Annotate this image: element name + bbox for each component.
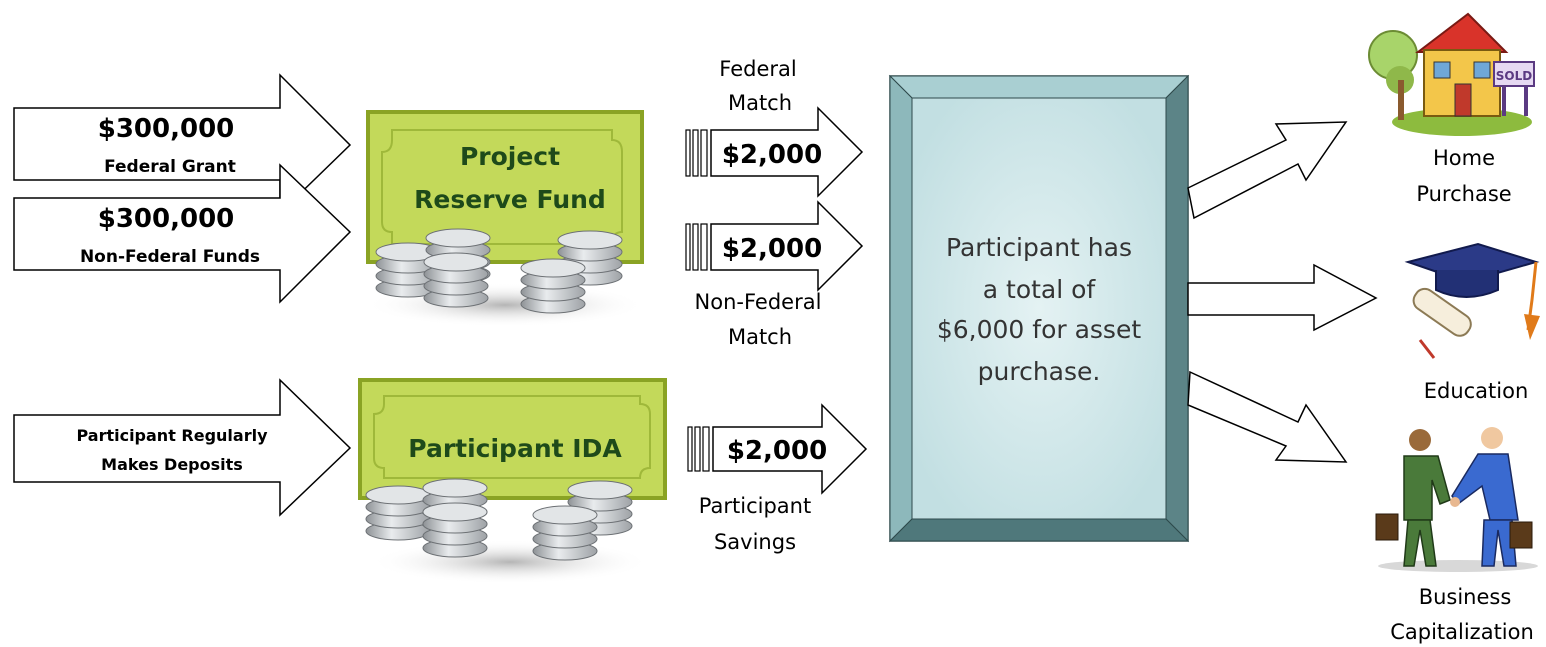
sold-sign-text: SOLD — [1496, 69, 1532, 83]
business-label-line1: Business — [1419, 585, 1512, 609]
participant-deposits-line2: Makes Deposits — [101, 455, 243, 474]
participant-savings-caption1: Participant — [699, 494, 811, 518]
non-federal-funds-arrow: $300,000 Non-Federal Funds — [13, 163, 352, 304]
total-line4: purchase. — [978, 357, 1101, 386]
home-label-line2: Purchase — [1416, 182, 1511, 206]
federal-match-caption1: Federal — [719, 57, 796, 81]
total-line1: Participant has — [946, 233, 1132, 262]
ida-shadow — [370, 540, 650, 584]
handshake-icon — [1375, 427, 1538, 572]
federal-match-caption2: Match — [728, 91, 792, 115]
reserve-fund-line2: Reserve Fund — [414, 185, 606, 214]
total-line3: $6,000 for asset — [937, 315, 1141, 344]
non-federal-match-caption1: Non-Federal — [695, 290, 822, 314]
graduation-icon — [1404, 242, 1540, 359]
participant-savings-amount: $2,000 — [727, 436, 827, 466]
output-arrow-education — [1187, 263, 1378, 332]
reserve-fund-line1: Project — [460, 142, 560, 171]
federal-grant-arrow: $300,000 Federal Grant — [13, 73, 352, 215]
participant-savings-caption2: Savings — [714, 530, 796, 554]
education-label: Education — [1424, 379, 1529, 403]
ida-label: Participant IDA — [408, 434, 622, 463]
total-box: Participant has a total of $6,000 for as… — [888, 74, 1190, 543]
non-federal-label: Non-Federal Funds — [80, 247, 260, 267]
project-reserve-fund: Project Reserve Fund — [365, 110, 645, 327]
non-federal-match-arrow: $2,000 Non-Federal Match — [685, 200, 864, 349]
federal-grant-label: Federal Grant — [104, 157, 236, 177]
output-arrow-business — [1187, 370, 1348, 463]
non-federal-match-caption2: Match — [728, 325, 792, 349]
federal-match-arrow: Federal Match $2,000 — [685, 57, 864, 198]
participant-deposits-arrow: Participant Regularly Makes Deposits — [13, 378, 352, 517]
output-arrow-home — [1187, 121, 1348, 220]
house-icon: SOLD — [1368, 12, 1535, 136]
federal-grant-amount: $300,000 — [98, 114, 235, 144]
participant-ida: Participant IDA — [358, 378, 667, 584]
federal-match-amount: $2,000 — [722, 140, 822, 170]
participant-deposits-line1: Participant Regularly — [76, 426, 268, 445]
participant-savings-arrow: $2,000 Participant Savings — [687, 403, 868, 554]
non-federal-match-amount: $2,000 — [722, 234, 822, 264]
non-federal-amount: $300,000 — [98, 204, 235, 234]
business-label-line2: Capitalization — [1390, 620, 1534, 644]
home-label-line1: Home — [1433, 146, 1495, 170]
total-line2: a total of — [983, 275, 1097, 304]
